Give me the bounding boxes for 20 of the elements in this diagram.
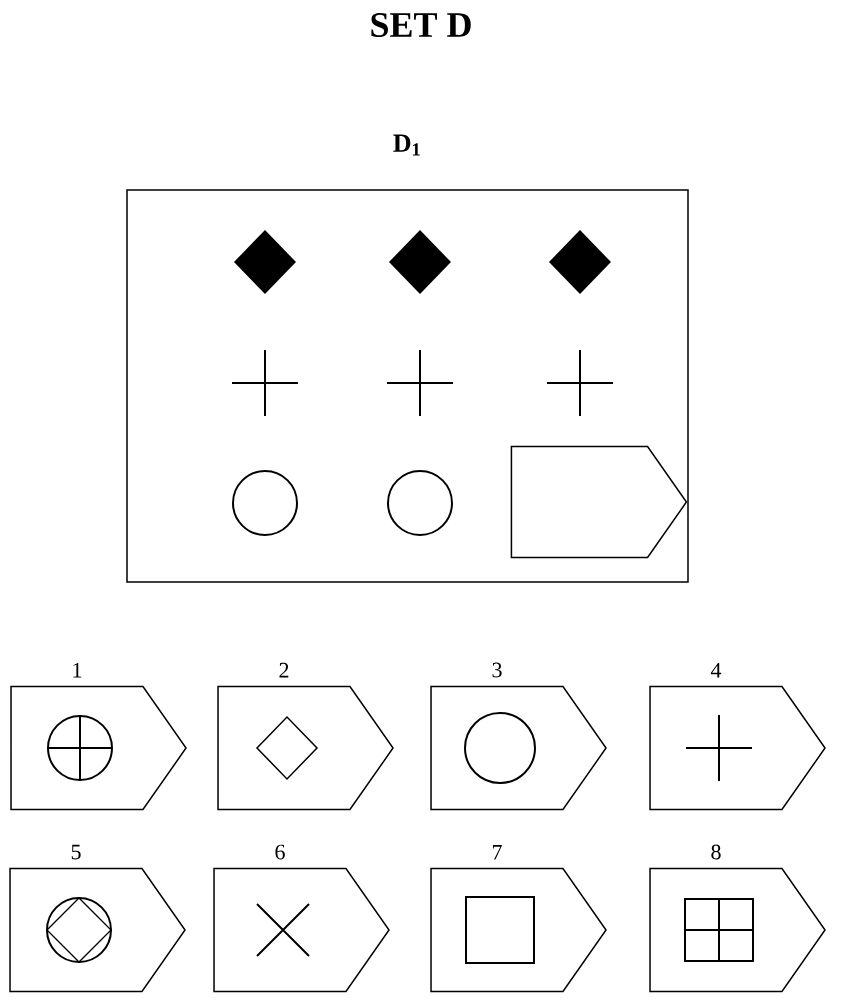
node-label: 8 bbox=[711, 844, 721, 860]
node-label: 6 bbox=[275, 844, 285, 860]
answer-card: 5 bbox=[9, 844, 186, 993]
puzzle-label: D$_{1}$ bbox=[393, 134, 420, 156]
answer-card: 6 bbox=[213, 844, 390, 993]
node-label: 5 bbox=[71, 844, 81, 860]
title: SET D bbox=[371, 12, 471, 38]
answer-card: 3 bbox=[430, 662, 607, 811]
answer-card: 8 bbox=[649, 844, 826, 993]
node-label: 1 bbox=[73, 662, 82, 678]
blank-card bbox=[510, 445, 688, 559]
matrix-frame bbox=[126, 189, 689, 583]
answer-card: 1 bbox=[10, 662, 187, 811]
answer-card: 4 bbox=[649, 662, 826, 811]
answer-card: 2 bbox=[217, 662, 394, 811]
node-label: 3 bbox=[492, 662, 502, 678]
answer-card: 7 bbox=[430, 845, 607, 993]
node-label: 4 bbox=[710, 662, 722, 678]
node-label: 7 bbox=[492, 845, 502, 860]
node-label: 2 bbox=[279, 662, 289, 678]
